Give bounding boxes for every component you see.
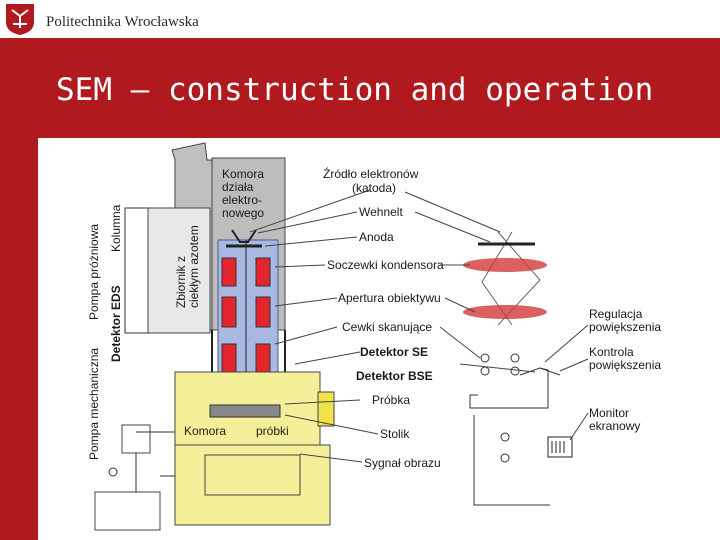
label-vacuum-pump: Pompa próżniowa — [87, 224, 101, 320]
label-sample-chamber-2: próbki — [256, 424, 289, 438]
title-bar — [38, 38, 720, 138]
coil-icon — [500, 432, 510, 442]
label-mag-control-1: Kontrola — [589, 345, 634, 359]
coil-icon — [510, 353, 520, 363]
valve-icon — [108, 467, 118, 477]
label-stage: Stolik — [380, 427, 410, 441]
label-bse-detector: Detektor BSE — [356, 369, 433, 383]
label-mag-control-2: powiększenia — [589, 358, 661, 372]
content-area — [38, 138, 720, 540]
chamber-inner — [204, 454, 301, 496]
label-chamber-gun-1: Komora — [222, 167, 264, 181]
condenser-lens-2 — [463, 305, 547, 319]
label-sample-chamber-1: Komora — [184, 424, 226, 438]
coil-icon — [480, 366, 490, 376]
objective-coil-left — [221, 296, 237, 328]
university-logo-icon — [6, 4, 34, 35]
label-nitrogen-tank-2: ciekłym azotem — [187, 225, 201, 308]
condenser-coil-left — [221, 257, 237, 287]
label-image-signal: Sygnał obrazu — [364, 456, 441, 470]
coil-icon — [480, 353, 490, 363]
chamber-base — [174, 444, 331, 526]
coil-icon — [500, 453, 510, 463]
label-anode: Anoda — [359, 230, 394, 244]
label-chamber-gun-3: elektro- — [222, 193, 262, 207]
objective-coil-right — [255, 296, 271, 328]
label-objective-aperture: Apertura obiektywu — [338, 291, 441, 305]
label-chamber-gun-2: działa — [222, 180, 254, 194]
label-electron-source-2: (katoda) — [352, 181, 396, 195]
mechanical-pump-body — [94, 491, 161, 531]
label-se-detector: Detektor SE — [360, 345, 428, 359]
header-bar — [0, 0, 720, 38]
stage-block — [209, 404, 281, 418]
leader-lines — [249, 189, 589, 463]
label-monitor-2: ekranowy — [589, 419, 640, 433]
left-accent-strip — [0, 38, 38, 540]
label-sample: Próbka — [372, 393, 410, 407]
control-circuit — [469, 367, 561, 506]
label-wehnelt: Wehnelt — [359, 205, 403, 219]
wehnelt-shape — [231, 229, 257, 243]
slide-title: SEM – construction and operation — [56, 72, 654, 108]
coil-icon — [510, 366, 520, 376]
university-name: Politechnika Wrocławska — [46, 14, 199, 30]
column-upper-block — [147, 207, 211, 334]
condenser-coil-right — [255, 257, 271, 287]
label-nitrogen-tank-1: Zbiornik z — [174, 256, 188, 308]
label-condenser-lenses: Soczewki kondensora — [327, 258, 444, 272]
label-mag-regulation-2: powiększenia — [589, 320, 661, 334]
bse-detector-block — [317, 391, 335, 427]
condenser-lens-1 — [463, 258, 547, 272]
label-eds-detector: Detektor EDS — [109, 285, 123, 362]
vacuum-piping — [135, 431, 175, 492]
label-column: Kolumna — [109, 204, 123, 252]
label-scan-coils: Cewki skanujące — [342, 320, 432, 334]
label-electron-source-1: Źródło elektronów — [323, 166, 419, 181]
label-chamber-gun-4: nowego — [222, 206, 264, 220]
label-mechanical-pump: Pompa mechaniczna — [87, 348, 101, 460]
label-monitor-1: Monitor — [589, 406, 629, 420]
mechanical-pump-upper — [121, 424, 151, 454]
label-mag-regulation-1: Regulacja — [589, 307, 643, 321]
